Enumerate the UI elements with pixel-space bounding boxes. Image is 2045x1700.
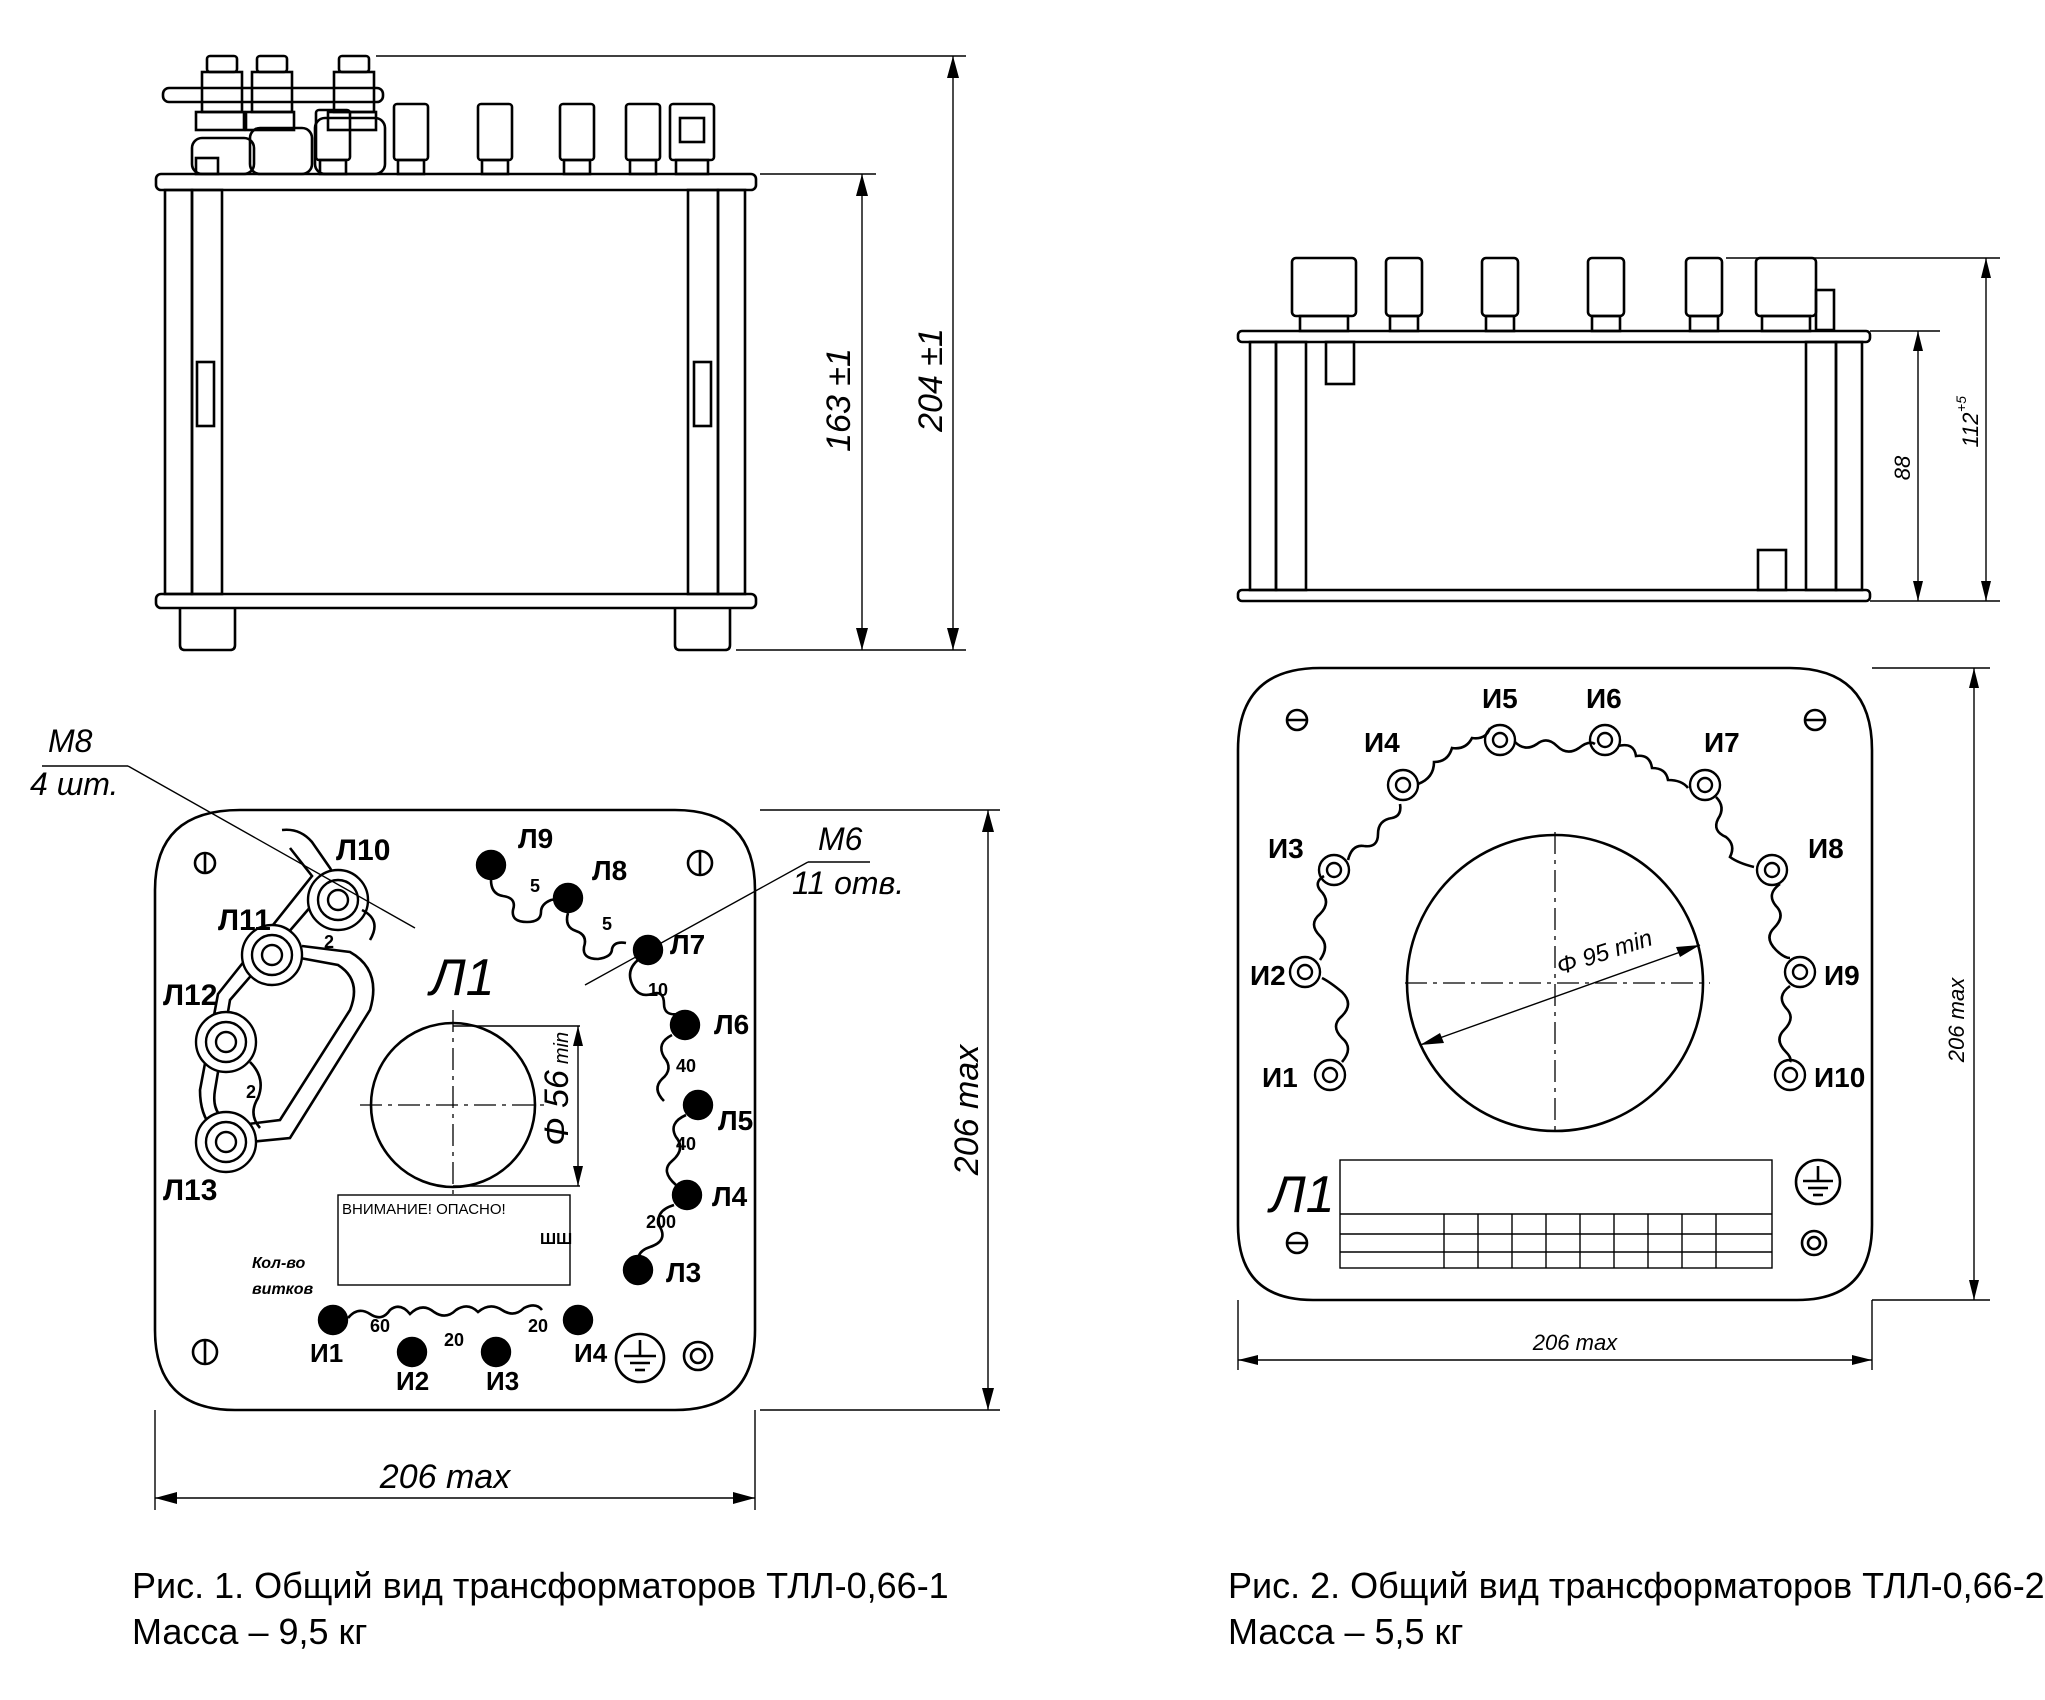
callout-m8: M8 [48, 723, 93, 759]
fig1-caption-title: Рис. 1. Общий вид трансформаторов ТЛЛ-0,… [132, 1565, 949, 1606]
fig2-top-view: Φ 95 min И1 И2 И3 И4 И5 И6 И7 И8 [1236, 666, 1990, 1370]
fig2-dim-depth: 206 max [1944, 977, 1969, 1063]
upper-turns-label: 10 [648, 980, 668, 1000]
primary-terminal-icon [194, 868, 370, 1174]
callout-m8-qty: 4 шт. [30, 766, 118, 802]
fig1-hole-dim-suffix: min [551, 1032, 573, 1064]
fig2-label-i4: И4 [1364, 727, 1400, 758]
ground-screw-icon [1800, 1229, 1828, 1257]
fig2-dim-height-tol: +5 [1953, 396, 1969, 412]
upper-turns-label: 5 [530, 876, 540, 896]
fig2-label-i7: И7 [1704, 727, 1740, 758]
primary-label-l11: Л11 [218, 904, 271, 937]
fig2-label-i10: И10 [1814, 1062, 1865, 1093]
sec-label-l3: Л3 [666, 1257, 701, 1288]
sec-label-l5: Л5 [718, 1105, 753, 1136]
fig1-dim-width: 206 max [379, 1458, 511, 1496]
nameplate-table [1339, 1159, 1773, 1269]
primary-turns-label: 2 [324, 932, 334, 952]
fig2-dim-height-body: 88 [1890, 455, 1915, 480]
upper-turns-label: 40 [676, 1056, 696, 1076]
plate-code: ШШ [540, 1231, 572, 1248]
fig1-caption-mass: Масса – 9,5 кг [132, 1611, 368, 1652]
fig2-label-i8: И8 [1808, 833, 1844, 864]
sec-label-l8: Л8 [592, 855, 627, 886]
ground-screw-icon [682, 1340, 714, 1372]
ground-icon [1794, 1158, 1842, 1206]
fig1-dim-depth: 206 max [948, 1044, 986, 1176]
fig1-top-view: Л10 Л11 Л12 Л13 2 2 Φ 56 min Л1 ВНИМАНИЕ… [30, 723, 1000, 1510]
fig2-caption-mass: Масса – 5,5 кг [1228, 1611, 1464, 1652]
turns-caption-1: Кол-во [252, 1255, 306, 1272]
fig2-top-terminals [1290, 256, 1836, 333]
technical-drawing: 163 ±1 204 ±1 Л10 Л11 Л12 Л13 2 2 [30, 54, 2000, 1510]
lower-turns-label: 20 [528, 1316, 548, 1336]
sec-label-i2: И2 [396, 1366, 429, 1396]
secondary-terminal-icon [1288, 723, 1817, 1092]
sec-label-l7: Л7 [670, 929, 705, 960]
fig2-label-i1: И1 [1262, 1062, 1298, 1093]
upper-turns-label: 200 [646, 1212, 676, 1232]
fig1-dim-height-body: 163 ±1 [820, 348, 858, 452]
fig1-panel-mark: Л1 [427, 949, 495, 1007]
lower-turns-label: 60 [370, 1316, 390, 1336]
fig2-dim-height-total: 112 [1958, 412, 1983, 447]
fig2-label-i3: И3 [1268, 833, 1304, 864]
sec-label-i3: И3 [486, 1366, 519, 1396]
lower-turns-label: 20 [444, 1330, 464, 1350]
primary-label-l13: Л13 [163, 1174, 217, 1207]
fig2-dim-width: 206 max [1532, 1330, 1618, 1355]
fig2-label-i6: И6 [1586, 683, 1622, 714]
turns-caption-2: витков [252, 1281, 314, 1298]
fig1-side-view: 163 ±1 204 ±1 [154, 54, 966, 652]
fig2-hole-dim: Φ 95 min [1554, 924, 1656, 980]
warning-plate-text: ВНИМАНИЕ! ОПАСНО! [342, 1201, 506, 1218]
fig1-top-terminals [314, 102, 716, 176]
callout-m6-qty: 11 отв. [792, 865, 904, 901]
primary-label-l10: Л10 [336, 834, 390, 867]
mount-screw-icon [1285, 708, 1827, 1255]
ground-icon [614, 1332, 666, 1384]
sec-label-i1: И1 [310, 1338, 343, 1368]
fig2-label-i9: И9 [1824, 960, 1860, 991]
fig2-panel-mark: Л1 [1267, 1166, 1335, 1224]
fig1-dim-height-total: 204 ±1 [912, 328, 950, 433]
fig2-label-i2: И2 [1250, 960, 1286, 991]
sec-label-l6: Л6 [714, 1009, 749, 1040]
sec-label-l4: Л4 [712, 1181, 748, 1212]
secondary-terminal-icon [317, 849, 714, 1368]
fig2-caption-title: Рис. 2. Общий вид трансформаторов ТЛЛ-0,… [1228, 1565, 2045, 1606]
sec-label-l9: Л9 [518, 823, 553, 854]
callout-m6: M6 [818, 821, 863, 857]
fig2-side-view: 88 112 +5 [1236, 256, 2000, 603]
fig1-hole-dim: Φ 56 [538, 1070, 576, 1146]
upper-turns-label: 5 [602, 914, 612, 934]
primary-label-l12: Л12 [163, 979, 217, 1012]
sec-label-i4: И4 [574, 1338, 608, 1368]
upper-turns-label: 40 [676, 1134, 696, 1154]
mount-screw-icon [191, 849, 714, 1366]
fig2-label-i5: И5 [1482, 683, 1518, 714]
primary-turns-label: 2 [246, 1082, 256, 1102]
